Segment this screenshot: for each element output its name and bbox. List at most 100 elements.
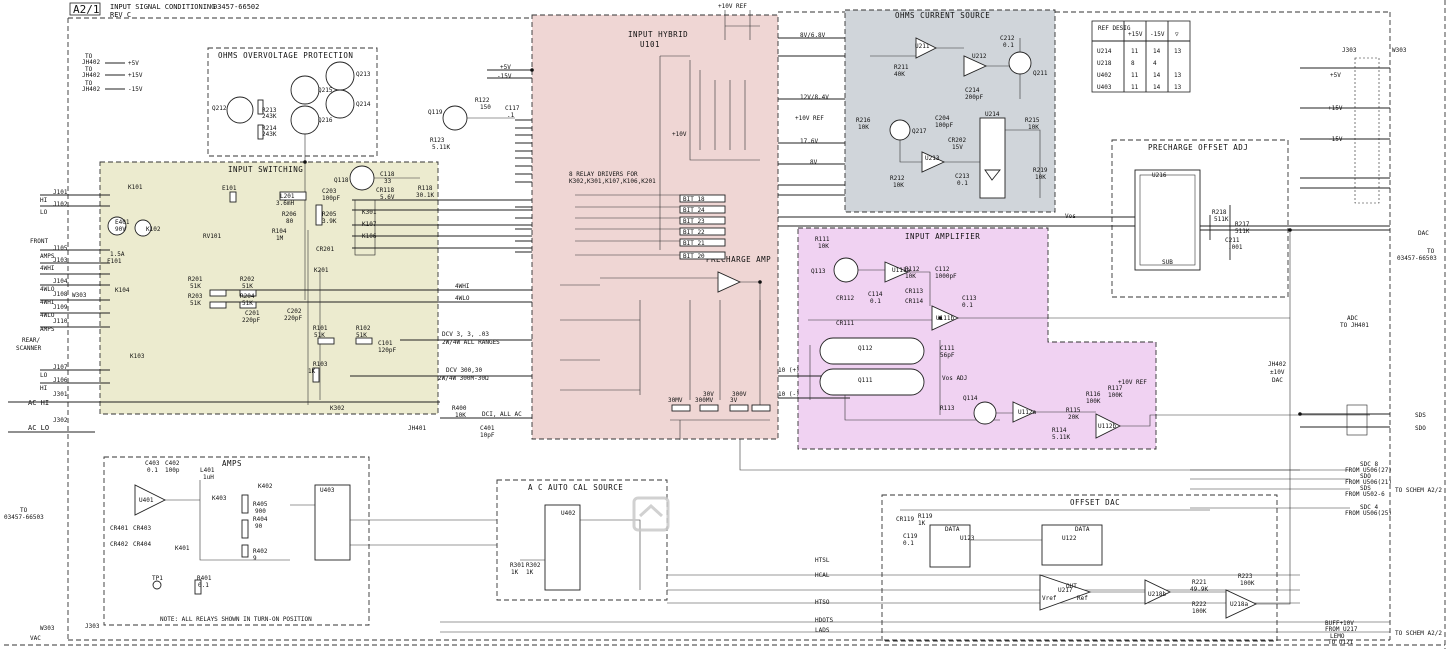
component-label: HDOTS [815,617,833,624]
component-label: 5.6V [380,194,395,201]
ic-label: U214 [985,111,1000,118]
transistor-label: Q211 [1033,70,1048,77]
component-label: Vos ADJ [942,375,967,382]
component-label: TP1 [152,575,163,582]
wiring [8,10,1390,633]
component-label: 51K [242,300,253,307]
component-label: CR113 [905,288,923,295]
precharge-offset-border [1111,139,1289,298]
component-label: DATA [945,526,960,533]
ref-table-cell: 14 [1153,84,1161,91]
component-label: R103 [313,361,328,368]
component-label: 243K [262,113,277,120]
component-label: 90V [115,226,126,233]
sig-4whi: 4WHI [455,283,470,290]
component-label: R401 [197,575,212,582]
input-switching-title: INPUT SWITCHING [228,165,303,174]
component-label: 5.11K [1052,434,1070,441]
component-label: L401 [200,467,215,474]
adc-to: TO JH401 [1340,322,1369,329]
component-label: R203 [188,293,203,300]
jack-signal: 4WHI [40,299,55,306]
jack-ref: J109 [53,304,68,311]
component-label: R114 [1052,427,1067,434]
component-label: HTSL [815,557,830,564]
jack-ref: J104 [53,278,68,285]
component-label: R122 [475,97,490,104]
transistor-label: Q217 [912,128,927,135]
component-label: Ref [1077,595,1088,602]
offset-dac-border [881,494,1278,642]
component-label: R206 [282,211,297,218]
component-label: R117 [1108,385,1123,392]
component-label: R101 [313,325,328,332]
component-label: 1.5A [110,251,125,258]
jack-ref: J301 [53,391,68,398]
range-label: 300MV [695,397,713,404]
component-label: 3.6mH [276,200,294,207]
component-label: C118 [380,171,395,178]
component-label: R222 [1192,601,1207,608]
ref-table-header-p15: +15V [1128,31,1143,38]
rail-m15v-right: -15V [1328,136,1343,143]
component-label: E101 [222,185,237,192]
ic-label: U217 [1058,587,1073,594]
component-label: 15V [952,144,963,151]
component-label: R404 [253,516,268,523]
component-label: 10K [455,412,466,419]
component-label: R405 [253,501,268,508]
watermark-logo-icon [632,496,670,532]
transistor-label: Q212 [212,105,227,112]
jack-signal: AMPS [40,326,55,333]
relay-drivers-note-2: K302,K301,K107,K106,K201 [569,178,656,185]
component-label: 1M [276,235,284,242]
sds2-label: SDS [1360,485,1371,492]
component-label: 0.1 [147,467,158,474]
relays-note: NOTE: ALL RELAYS SHOWN IN TURN-ON POSITI… [160,616,312,623]
component-label: LADS [815,627,830,634]
component-label: DATA [1075,526,1090,533]
relay-label: K402 [258,483,273,490]
relay-drivers-note-1: 8 RELAY DRIVERS FOR [569,171,638,178]
amps-title: AMPS [222,459,242,468]
sig-p5v: +5V [500,64,511,71]
component-label: C214 [965,87,980,94]
component-label: R104 [272,228,287,235]
jack-signal: 4WLO [40,286,55,293]
w303-right: W303 [1392,47,1407,54]
ref-table-cell: 11 [1131,72,1139,79]
component-label: R202 [240,276,255,283]
component-label: 511K [1235,228,1250,235]
relay-bit-label: BIT 23 [683,218,705,225]
component-label: C117 [505,105,520,112]
transistor-label: Q114 [963,395,978,402]
component-label: OUT [1066,583,1077,590]
component-label: R205 [322,211,337,218]
component-label: CR404 [133,541,151,548]
component-label: 10K [893,182,904,189]
to-dac-1: TO [1427,248,1435,255]
ic-label: U123 [960,535,975,542]
component-label: R201 [188,276,203,283]
component-label: R213 [262,107,277,114]
component-label: 51K [242,283,253,290]
ref-table-cell: 8 [1131,60,1135,67]
component-label: R217 [1235,221,1250,228]
component-label: .1 [507,112,515,119]
u101-pin-label: 10 (+) [778,367,800,374]
component-label: 51K [190,283,201,290]
lemo-to: TO U121 [1328,639,1354,646]
component-label: 1K [526,569,534,576]
component-label: CR118 [376,187,394,194]
ref-table-cell: 14 [1153,48,1161,55]
rail-p15v-right: +15V [1328,105,1343,112]
ref-table-cell: U214 [1097,48,1112,55]
relay-label: K301 [362,209,377,216]
transistor-label: Q111 [858,377,873,384]
sig-dcv2: 2W/4W ALL RANGES [442,339,500,346]
sdo-label: SDO [1415,425,1426,432]
input-amplifier-border [797,227,1157,450]
component-label: C113 [962,295,977,302]
component-label: 10K [1035,174,1046,181]
